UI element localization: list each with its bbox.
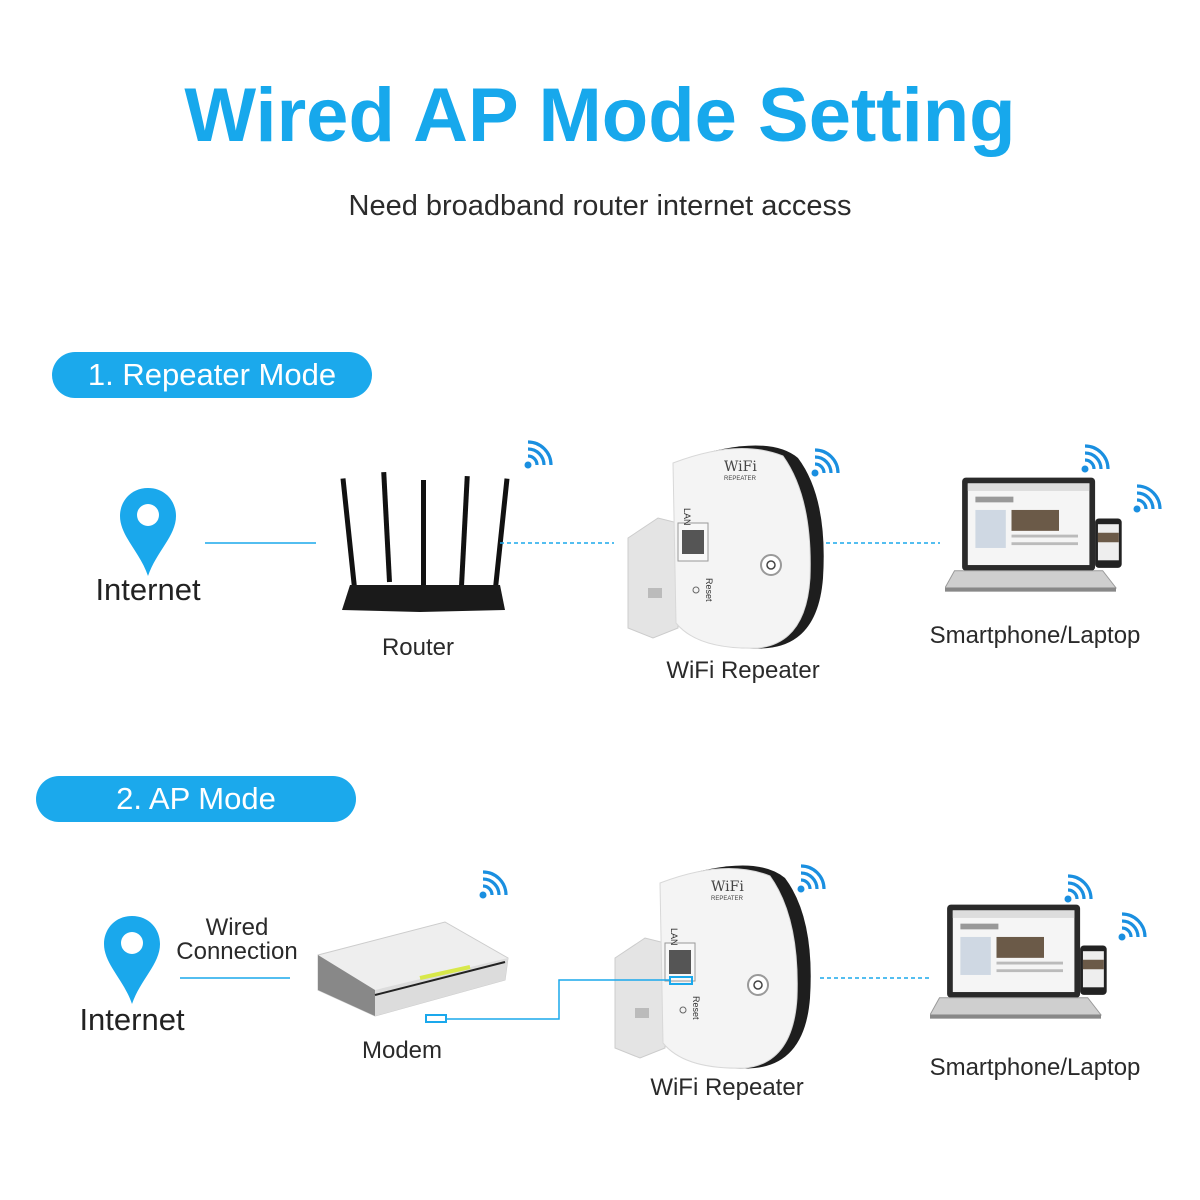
- modem-image: [317, 921, 509, 1017]
- page-title: Wired AP Mode Setting: [184, 73, 1016, 158]
- client-label: Smartphone/Laptop: [929, 1054, 1141, 1081]
- ethernet-cable-line: [425, 976, 693, 1023]
- laptop-smartphone-image: [930, 904, 1108, 1020]
- wifi-signal-icon: [1080, 444, 1110, 474]
- repeater-sub-text: REPEATER: [711, 896, 743, 902]
- page-subtitle: Need broadband router internet access: [348, 190, 852, 222]
- repeater-label: WiFi Repeater: [650, 1074, 804, 1101]
- internet-label: Internet: [95, 572, 201, 607]
- wired-connection-label-line2: Connection: [176, 938, 298, 965]
- repeater-brand-text: WiFi: [724, 459, 757, 475]
- repeater-brand-text: WiFi: [711, 879, 744, 895]
- location-pin-icon: [120, 488, 176, 576]
- location-pin-icon: [104, 916, 160, 1004]
- router-label: Router: [381, 634, 455, 661]
- wifi-signal-icon: [478, 870, 508, 900]
- wifi-signal-icon: [523, 440, 553, 470]
- section-heading-ap-mode: 2. AP Mode: [36, 776, 356, 822]
- wired-connection-label: Wired Connection: [157, 916, 317, 964]
- section-heading-repeater-mode: 1. Repeater Mode: [52, 352, 372, 398]
- repeater-sub-text: REPEATER: [724, 476, 756, 482]
- repeater-port-label: LAN: [669, 928, 679, 946]
- wifi-signal-icon: [1117, 912, 1147, 942]
- wifi-signal-icon: [1063, 874, 1093, 904]
- client-label: Smartphone/Laptop: [929, 622, 1141, 649]
- router-image: [340, 471, 510, 612]
- wifi-signal-icon: [810, 448, 840, 478]
- modem-label: Modem: [361, 1037, 443, 1064]
- repeater-reset-label: Reset: [691, 996, 701, 1020]
- laptop-smartphone-image: [945, 477, 1123, 593]
- repeater-reset-label: Reset: [704, 578, 714, 602]
- repeater-label: WiFi Repeater: [666, 657, 820, 684]
- wifi-signal-icon: [796, 864, 826, 894]
- wifi-signal-icon: [1132, 484, 1162, 514]
- wired-connection-label-line1: Wired: [205, 914, 269, 941]
- repeater-port-label: LAN: [682, 508, 692, 526]
- internet-label: Internet: [79, 1002, 185, 1037]
